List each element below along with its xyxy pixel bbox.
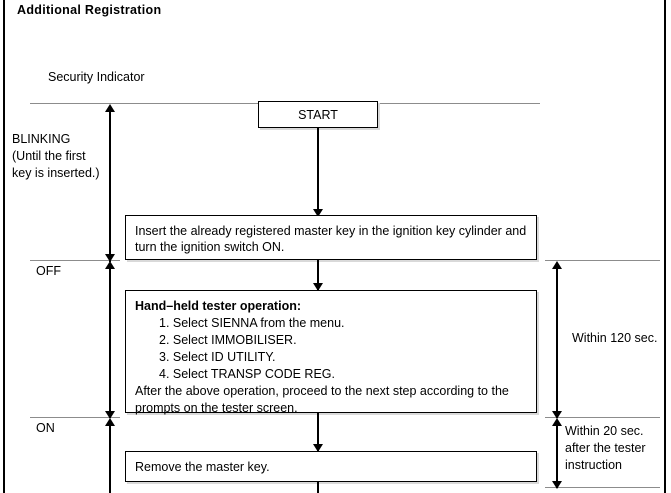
flow-box-hand-held-tester-heading: Hand–held tester operation: [135, 299, 301, 313]
flow-box-remove-master-key-line-1: Remove the master key. [135, 460, 270, 474]
flow-box-start[interactable]: START [258, 101, 378, 128]
arrow-insert-key-to-tester [313, 283, 323, 291]
flow-box-insert-master-key[interactable]: Insert the already registered master key… [125, 215, 537, 260]
timing-label-20sec: Within 20 sec. after the tester instruct… [565, 423, 646, 474]
timing-arrow-down-120sec [552, 411, 562, 419]
timing-label-120sec-line-1: Within 120 sec. [572, 331, 658, 345]
indicator-state-off: OFF [36, 264, 61, 278]
flow-box-insert-master-key-line-2: turn the ignition switch ON. [135, 240, 285, 254]
flow-box-remove-master-key[interactable]: Remove the master key. [125, 451, 537, 482]
flow-box-start-label: START [298, 107, 338, 122]
tester-step-2: 2. Select IMMOBILISER. [159, 333, 297, 347]
tester-step-3: 3. Select ID UTILITY. [159, 350, 276, 364]
indicator-state-blinking: BLINKING (Until the first key is inserte… [12, 131, 100, 182]
timing-arrow-up-20sec [552, 418, 562, 426]
indicator-arrow-down-blinking [105, 254, 115, 262]
connector-tester-to-remove-key [317, 413, 319, 451]
timing-rule-bottom [545, 487, 660, 489]
timing-label-20sec-line-2: after the tester [565, 441, 646, 455]
indicator-arrow-up-on [105, 418, 115, 426]
indicator-measure-line-blinking [109, 110, 111, 262]
tester-step-4: 4. Select TRANSP CODE REG. [159, 367, 335, 381]
page-border-left [3, 0, 5, 493]
indicator-state-blinking-line-2: (Until the first [12, 149, 86, 163]
timing-measure-line-120sec [556, 266, 558, 418]
indicator-arrow-up-off [105, 261, 115, 269]
indicator-arrow-down-off [105, 411, 115, 419]
timing-measure-line-20sec [556, 423, 558, 488]
indicator-measure-line-off [109, 266, 111, 418]
tester-step-1: 1. Select SIENNA from the menu. [159, 316, 345, 330]
connector-insert-key-to-tester [317, 260, 319, 290]
timing-rule-middle [545, 417, 660, 419]
arrow-tester-to-remove-key [313, 444, 323, 452]
timing-rule-top [545, 260, 660, 262]
connector-start-to-insert-key [317, 128, 319, 213]
timing-arrow-down-20sec [552, 481, 562, 489]
timing-arrow-up-120sec [552, 261, 562, 269]
timing-label-20sec-line-1: Within 20 sec. [565, 424, 644, 438]
page-title: Additional Registration [17, 3, 162, 17]
indicator-arrow-up-blinking [105, 104, 115, 112]
connector-remove-key-to-next [317, 482, 319, 493]
indicator-measure-line-on [109, 423, 111, 493]
arrow-start-to-insert-key [313, 209, 323, 217]
tester-tail-line-2: prompts on the tester screen. [135, 401, 298, 415]
indicator-state-blinking-line-1: BLINKING [12, 132, 71, 146]
indicator-rule-off [30, 260, 120, 262]
indicator-state-blinking-line-3: key is inserted.) [12, 166, 100, 180]
timing-label-20sec-line-3: instruction [565, 458, 622, 472]
flow-box-hand-held-tester[interactable]: Hand–held tester operation: 1. Select SI… [125, 290, 537, 415]
page-border-right [664, 0, 666, 493]
indicator-rule-on [30, 417, 120, 419]
security-indicator-axis-label: Security Indicator [48, 70, 145, 84]
tester-tail-line-1: After the above operation, proceed to th… [135, 384, 509, 398]
flow-box-insert-master-key-line-1: Insert the already registered master key… [135, 224, 527, 238]
indicator-state-on: ON [36, 421, 55, 435]
timing-label-120sec: Within 120 sec. [572, 330, 657, 347]
